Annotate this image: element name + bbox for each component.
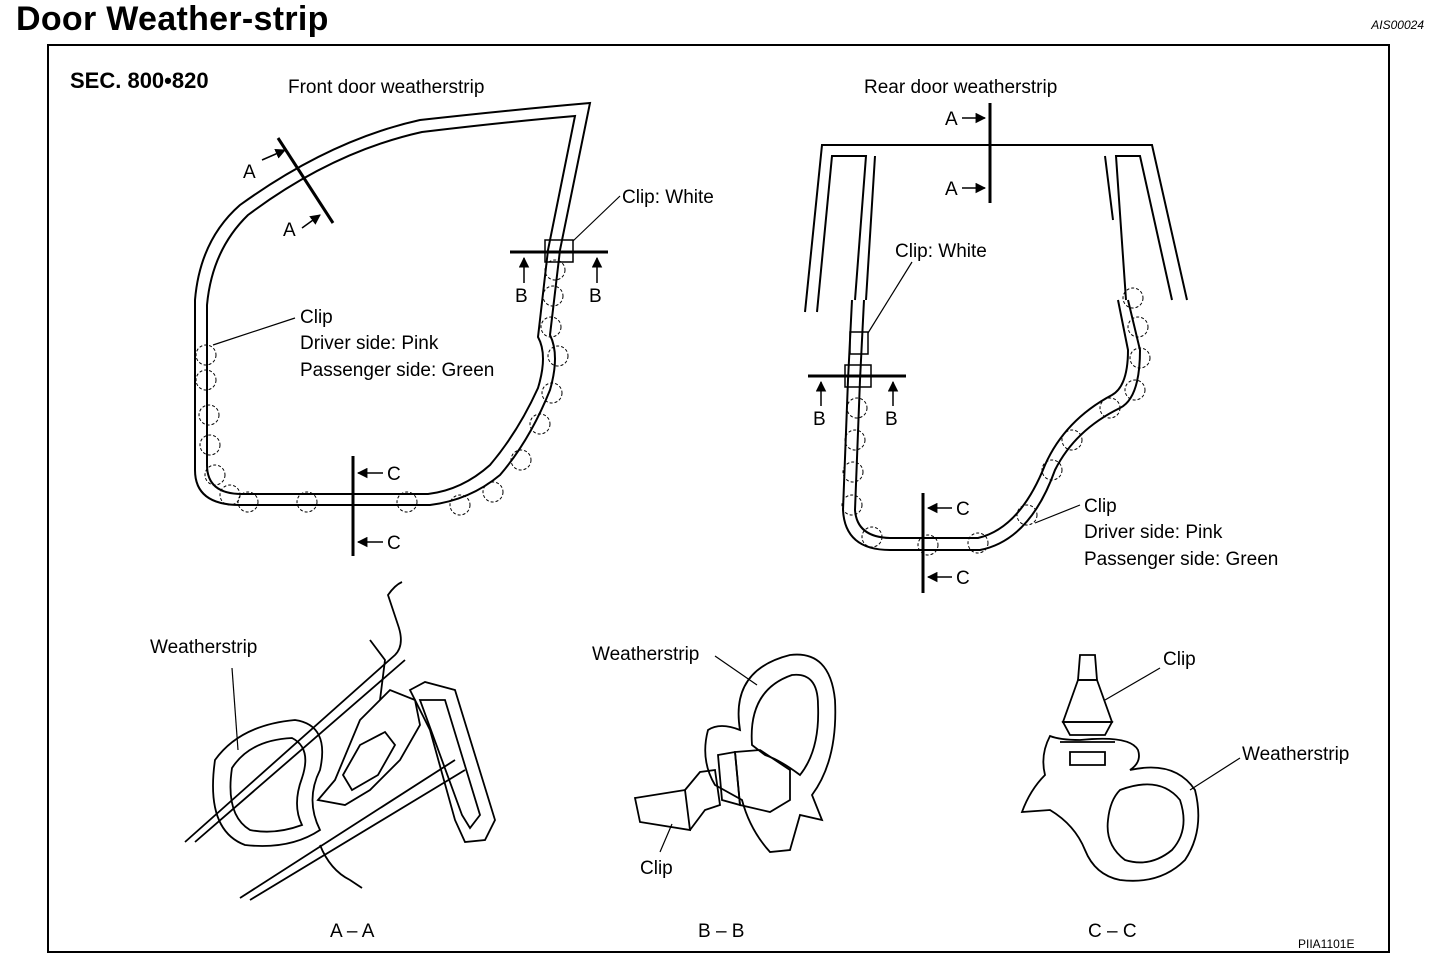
front-clip-label: Clip <box>300 307 333 328</box>
section-cc-clip-label: Clip <box>1163 649 1196 670</box>
front-a-arrow-bottom <box>301 214 321 229</box>
front-passenger-side-label: Passenger side: Green <box>300 360 494 381</box>
figure-code: PIIA1101E <box>1298 937 1354 951</box>
section-aa-caption: A – A <box>330 921 375 942</box>
rear-label-a-top: A <box>945 109 958 130</box>
section-cc-weatherstrip-leader <box>1189 757 1241 791</box>
section-bb-weatherstrip-leader <box>714 655 758 686</box>
rear-label-b-right: B <box>885 409 898 430</box>
rear-door-clip-markers <box>841 287 1151 556</box>
front-label-b-left: B <box>515 286 528 307</box>
rear-door-frame <box>804 144 1188 313</box>
section-bb-weatherstrip-label: Weatherstrip <box>592 644 699 665</box>
rear-door-weatherstrip <box>841 299 1142 551</box>
front-section-line-a <box>276 137 335 224</box>
section-cc-caption: C – C <box>1088 921 1137 942</box>
front-clip-white-label: Clip: White <box>622 187 714 208</box>
section-bb-drawing <box>633 653 837 853</box>
section-label: SEC. 800•820 <box>70 68 209 93</box>
rear-label-a-bottom: A <box>945 179 958 200</box>
rear-clip-label: Clip <box>1084 496 1117 517</box>
front-a-arrow-top <box>261 148 286 161</box>
diagram-frame <box>47 44 1390 953</box>
rear-passenger-side-label: Passenger side: Green <box>1084 549 1278 570</box>
section-cc-drawing <box>1020 654 1200 882</box>
section-cc-weatherstrip-label: Weatherstrip <box>1242 744 1349 765</box>
front-clip-leader <box>212 317 296 346</box>
front-label-b-right: B <box>589 286 602 307</box>
rear-clip-white-label: Clip: White <box>895 241 987 262</box>
section-bb-caption: B – B <box>698 921 744 942</box>
front-driver-side-label: Driver side: Pink <box>300 333 439 354</box>
front-door-weatherstrip <box>194 101 592 506</box>
rear-door-title: Rear door weatherstrip <box>864 77 1057 98</box>
rear-label-c-top: C <box>956 499 970 520</box>
front-label-c-top: C <box>387 464 401 485</box>
front-label-a-top: A <box>243 162 256 183</box>
section-aa-weatherstrip-label: Weatherstrip <box>150 637 257 658</box>
rear-clip-white-marker <box>849 331 869 355</box>
section-aa-drawing <box>184 581 496 901</box>
front-label-c-bottom: C <box>387 533 401 554</box>
document-code: AIS00024 <box>1371 18 1424 32</box>
rear-label-c-bottom: C <box>956 568 970 589</box>
section-aa-weatherstrip-leader <box>231 667 239 751</box>
section-bb-clip-label: Clip <box>640 858 673 879</box>
front-clip-white-leader <box>572 195 621 242</box>
front-door-clip-markers <box>195 259 569 516</box>
section-cc-clip-leader <box>1104 667 1161 701</box>
page-title: Door Weather-strip <box>16 0 329 38</box>
section-bb-clip-leader <box>659 823 673 853</box>
rear-clip-leader <box>1034 504 1081 524</box>
front-label-a-bottom: A <box>283 220 296 241</box>
rear-clip-white-leader <box>867 261 913 334</box>
rear-label-b-left: B <box>813 409 826 430</box>
front-door-title: Front door weatherstrip <box>288 77 484 98</box>
rear-driver-side-label: Driver side: Pink <box>1084 522 1223 543</box>
